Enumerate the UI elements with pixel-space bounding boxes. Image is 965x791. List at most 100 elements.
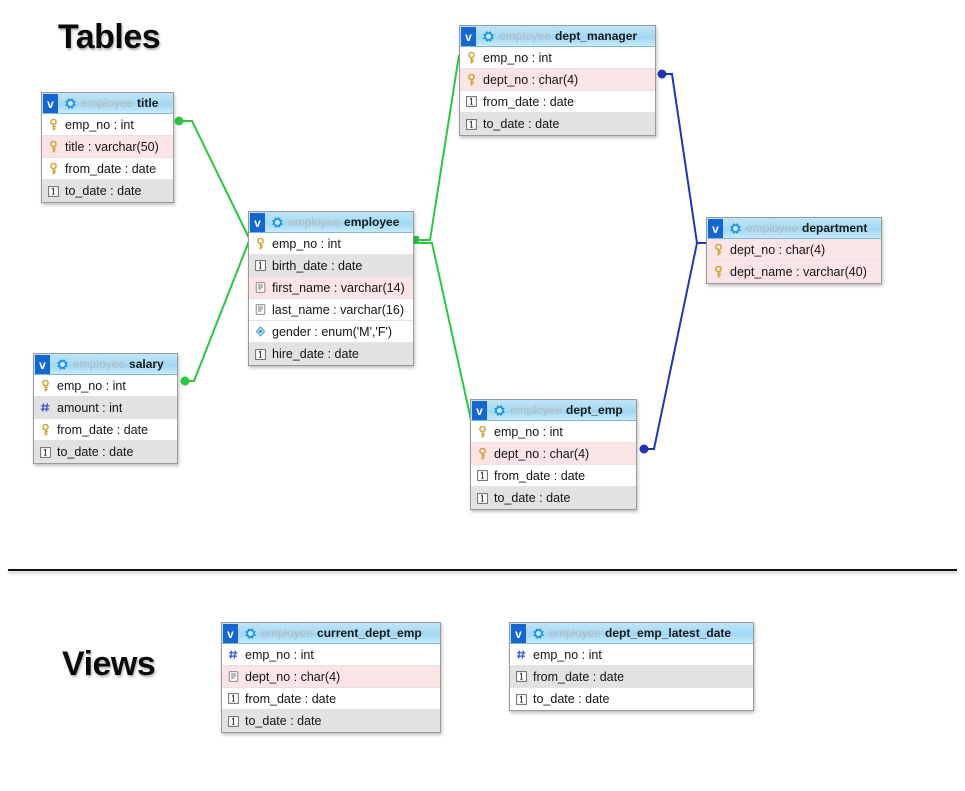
column-row[interactable]: to_date : date (42, 180, 173, 202)
key-icon (476, 447, 489, 460)
gear-icon (492, 403, 506, 417)
column-row[interactable]: to_date : date (34, 441, 177, 463)
entity-name-label: employee (344, 215, 400, 229)
column-row[interactable]: dept_no : char(4) (222, 666, 440, 688)
calendar-icon (515, 693, 528, 706)
column-label: emp_no : int (494, 424, 563, 439)
gear-icon (481, 29, 495, 43)
gear-icon (63, 96, 77, 110)
column-row[interactable]: from_date : date (42, 158, 173, 180)
text-icon (254, 281, 267, 294)
entity-schema-label: employee (73, 357, 126, 371)
column-label: from_date : date (483, 94, 575, 109)
column-row[interactable]: from_date : date (34, 419, 177, 441)
column-row[interactable]: emp_no : int (222, 644, 440, 666)
column-label: emp_no : int (533, 647, 602, 662)
link-dept-manager-department (657, 69, 706, 244)
section-title-views: Views (62, 645, 156, 683)
column-row[interactable]: emp_no : int (42, 114, 173, 136)
column-row[interactable]: dept_no : char(4) (460, 69, 655, 91)
column-label: from_date : date (533, 669, 625, 684)
column-row[interactable]: first_name : varchar(14) (249, 277, 413, 299)
entity-schema-label: employee (549, 626, 602, 640)
entity-name-label: department (802, 221, 868, 235)
key-icon (254, 237, 267, 250)
calendar-icon (515, 670, 528, 683)
column-row[interactable]: from_date : date (222, 688, 440, 710)
link-salary-employee (180, 240, 250, 386)
column-row[interactable]: from_date : date (471, 465, 636, 487)
key-icon (39, 423, 52, 436)
column-row[interactable]: dept_no : char(4) (471, 443, 636, 465)
column-row[interactable]: last_name : varchar(16) (249, 299, 413, 321)
calendar-icon (476, 492, 489, 505)
link-employee-dept-manager (412, 54, 460, 244)
column-row[interactable]: hire_date : date (249, 343, 413, 365)
gear-icon (270, 215, 284, 229)
entity-name-label: salary (129, 357, 164, 371)
key-icon (712, 243, 725, 256)
entity-name-label: dept_emp (566, 403, 623, 417)
column-row[interactable]: emp_no : int (34, 375, 177, 397)
column-label: from_date : date (57, 422, 149, 437)
column-row[interactable]: amount : int (34, 397, 177, 419)
calendar-icon (47, 185, 60, 198)
column-row[interactable]: to_date : date (471, 487, 636, 509)
column-row[interactable]: dept_name : varchar(40) (707, 261, 881, 283)
column-row[interactable]: to_date : date (510, 688, 753, 710)
column-row[interactable]: emp_no : int (510, 644, 753, 666)
column-row[interactable]: emp_no : int (471, 421, 636, 443)
hash-icon (227, 648, 240, 661)
column-label: emp_no : int (65, 117, 134, 132)
column-row[interactable]: dept_no : char(4) (707, 239, 881, 261)
column-row[interactable]: to_date : date (460, 113, 655, 135)
view-badge-icon: v (250, 213, 265, 232)
entity-name-label: title (137, 96, 159, 110)
column-row[interactable]: emp_no : int (460, 47, 655, 69)
text-icon (254, 303, 267, 316)
column-label: from_date : date (494, 468, 586, 483)
column-label: emp_no : int (272, 236, 341, 251)
column-row[interactable]: title : varchar(50) (42, 136, 173, 158)
column-row[interactable]: to_date : date (222, 710, 440, 732)
column-label: to_date : date (533, 692, 610, 706)
column-row[interactable]: birth_date : date (249, 255, 413, 277)
column-label: dept_no : char(4) (245, 669, 341, 684)
column-label: to_date : date (494, 491, 571, 505)
column-row[interactable]: emp_no : int (249, 233, 413, 255)
key-icon (39, 379, 52, 392)
column-row[interactable]: from_date : date (510, 666, 753, 688)
column-label: to_date : date (245, 714, 322, 728)
hash-icon (39, 401, 52, 414)
enum-icon (254, 325, 267, 338)
key-icon (712, 266, 725, 279)
section-title-tables: Tables (58, 18, 161, 56)
gear-icon (243, 626, 257, 640)
column-row[interactable]: gender : enum('M','F') (249, 321, 413, 343)
column-row[interactable]: from_date : date (460, 91, 655, 113)
column-label: amount : int (57, 400, 123, 415)
calendar-icon (465, 95, 478, 108)
entity-schema-label: employee (261, 626, 314, 640)
hash-icon (515, 648, 528, 661)
column-label: from_date : date (65, 161, 157, 176)
view-badge-icon: v (35, 355, 50, 374)
key-icon (47, 140, 60, 153)
